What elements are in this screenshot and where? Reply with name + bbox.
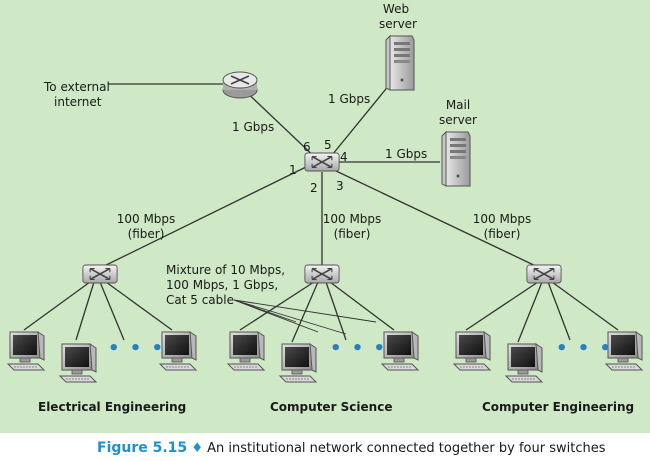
ee-switch-icon	[82, 264, 118, 284]
caption-separator: ♦	[191, 441, 203, 456]
cable-mixture-line2: 100 Mbps, 1 Gbps,	[166, 278, 279, 292]
ee-more-hosts: • • •	[108, 338, 166, 359]
cable-mixture-line1: Mixture of 10 Mbps,	[166, 263, 286, 277]
cs-link-medium: (fiber)	[333, 227, 371, 241]
link-cs-pc1	[239, 281, 315, 331]
link-ce-pc1	[465, 281, 539, 331]
ce-link-speed: 100 Mbps	[472, 212, 532, 226]
callout-line-4	[233, 299, 377, 323]
link-cs-pc2	[291, 281, 319, 343]
ee-link-medium: (fiber)	[127, 227, 165, 241]
link-ce-pc4	[551, 281, 619, 331]
ee-pc-icon	[159, 331, 197, 371]
cs-pc-icon	[381, 331, 419, 371]
cs-switch-icon	[304, 264, 340, 284]
link-ee-pc4	[105, 281, 173, 331]
ee-pc-icon	[7, 331, 45, 371]
external-label-line1: To external	[44, 80, 110, 94]
links	[23, 83, 619, 343]
mail-server-label-line2: server	[439, 113, 477, 127]
figure-caption: Figure 5.15 ♦ An institutional network c…	[97, 437, 650, 459]
cable-mixture-line3: Cat 5 cable	[166, 293, 234, 307]
caption-figure-number: Figure 5.15	[97, 440, 188, 456]
link-ce-pc2	[517, 281, 543, 343]
mail-link-speed: 1 Gbps	[385, 147, 428, 161]
link-router-core	[239, 85, 321, 163]
link-core-web	[327, 83, 391, 161]
web-server-icon	[385, 35, 415, 91]
link-core-ee	[95, 165, 309, 271]
department-ce-label: Computer Engineering	[482, 400, 635, 414]
cs-pc-icon	[279, 343, 317, 383]
department-cs-label: Computer Science	[270, 400, 393, 414]
cs-link-speed: 100 Mbps	[322, 212, 382, 226]
core-switch-icon	[304, 152, 340, 172]
port-1-label: 1	[289, 163, 297, 177]
mail-server-icon	[441, 131, 471, 187]
link-cs-pc3	[325, 281, 347, 341]
port-5-label: 5	[324, 138, 332, 152]
ce-more-hosts: • • •	[556, 338, 614, 359]
link-ee-pc1	[23, 281, 91, 331]
callout-line-3	[233, 299, 347, 335]
callout-line-2	[233, 299, 319, 333]
port-6-label: 6	[303, 140, 311, 154]
external-label-line2: internet	[54, 95, 102, 109]
ce-pc-icon	[453, 331, 491, 371]
ce-pc-icon	[505, 343, 543, 383]
port-3-label: 3	[336, 179, 344, 193]
web-server-label-line2: server	[379, 17, 417, 31]
ee-link-speed: 100 Mbps	[116, 212, 176, 226]
ee-pc-icon	[59, 343, 97, 383]
link-ce-pc3	[547, 281, 571, 341]
port-2-label: 2	[310, 181, 318, 195]
port-4-label: 4	[340, 150, 348, 164]
network-diagram	[7, 35, 643, 383]
mail-server-label-line1: Mail	[445, 98, 471, 112]
link-cs-pc4	[329, 281, 395, 331]
cs-more-hosts: • • •	[330, 338, 388, 359]
web-link-speed: 1 Gbps	[328, 92, 371, 106]
ce-switch-icon	[526, 264, 562, 284]
caption-text: An institutional network connected toget…	[207, 441, 606, 456]
cs-pc-icon	[227, 331, 265, 371]
web-server-label-line1: Web	[382, 2, 410, 16]
ce-link-medium: (fiber)	[483, 227, 521, 241]
router-link-speed: 1 Gbps	[232, 120, 275, 134]
router-icon	[222, 71, 258, 99]
link-ee-pc2	[75, 281, 95, 341]
link-core-ce	[333, 169, 541, 269]
link-ee-pc3	[99, 281, 125, 341]
department-ee-label: Electrical Engineering	[38, 400, 187, 414]
